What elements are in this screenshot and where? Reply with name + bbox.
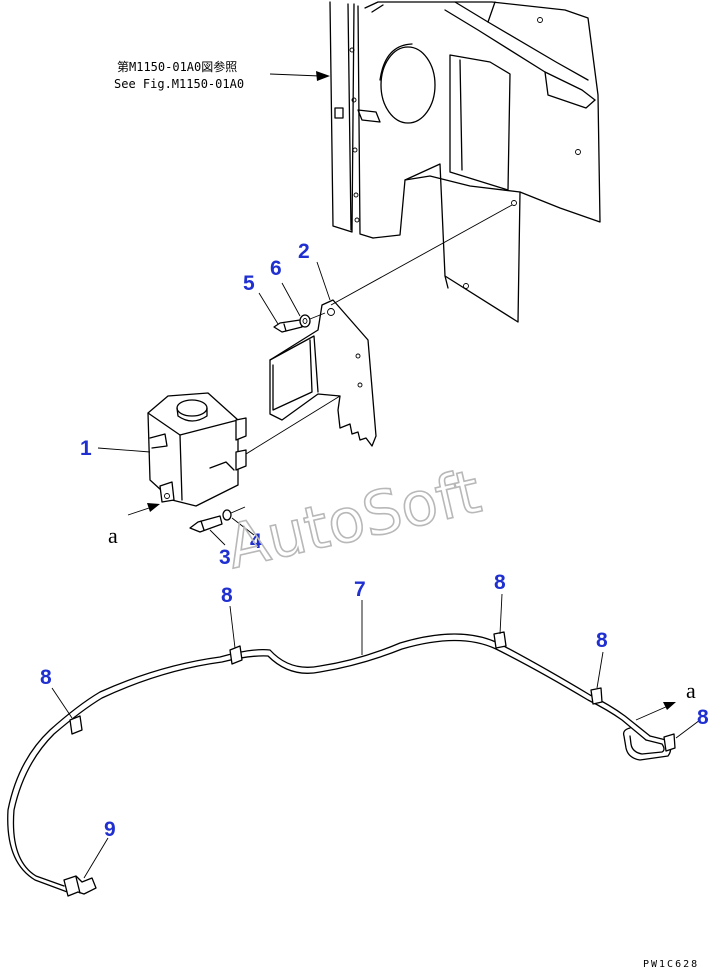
view-arrow-right-icon xyxy=(663,702,676,710)
cab-panel-structure xyxy=(329,1,601,323)
reference-note-jp: 第M1150-01A0図参照 xyxy=(117,59,237,74)
callout-5: 5 xyxy=(243,272,255,295)
view-arrow-right: a xyxy=(635,678,696,721)
callout-7: 7 xyxy=(354,578,366,601)
washer-tank xyxy=(147,392,247,507)
bolt-and-washer-upper xyxy=(273,312,326,333)
callout-8-b: 8 xyxy=(40,666,52,689)
callout-leaders xyxy=(51,261,701,879)
callout-2: 2 xyxy=(298,240,310,263)
callout-numbers: 1 2 3 4 5 6 7 8 8 8 8 8 9 xyxy=(40,240,709,841)
callout-1: 1 xyxy=(80,437,92,460)
callout-9: 9 xyxy=(104,818,116,841)
view-arrow-left: a xyxy=(108,503,160,548)
callout-8-a: 8 xyxy=(221,584,233,607)
washer-hose xyxy=(7,631,676,897)
view-letter-left: a xyxy=(108,523,118,548)
callout-6: 6 xyxy=(270,257,282,280)
bracket xyxy=(219,204,513,471)
bolt-and-washer-lower xyxy=(189,506,246,533)
view-arrow-left-icon xyxy=(147,503,160,512)
callout-8-e: 8 xyxy=(697,706,709,729)
watermark: AutoSoft xyxy=(220,457,487,583)
view-letter-right: a xyxy=(686,678,696,703)
reference-note-en: See Fig.M1150-01A0 xyxy=(114,77,244,91)
reference-arrow-icon xyxy=(316,71,330,81)
callout-3: 3 xyxy=(219,546,231,569)
callout-4: 4 xyxy=(250,530,262,553)
drawing-code: PW1C628 xyxy=(643,959,699,970)
reference-note: 第M1150-01A0図参照 See Fig.M1150-01A0 xyxy=(114,59,330,91)
callout-8-d: 8 xyxy=(596,629,608,652)
callout-8-c: 8 xyxy=(494,571,506,594)
